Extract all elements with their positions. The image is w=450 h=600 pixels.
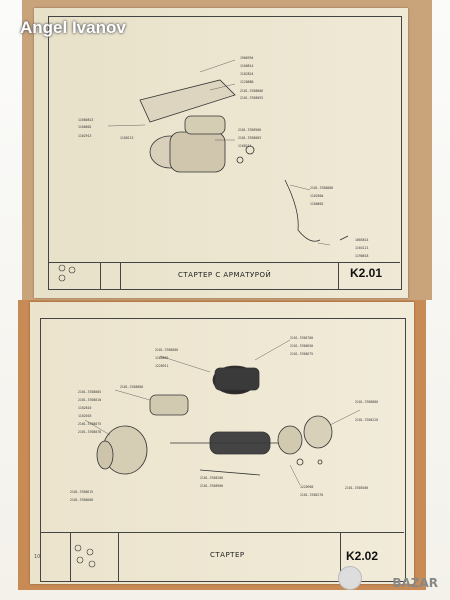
bazar-logo-icon xyxy=(338,566,362,590)
callout: 1162804 xyxy=(310,194,324,198)
title-block-top: СТАРТЕР С АРМАТУРОЙ K2.01 xyxy=(48,262,400,289)
callout: 2101-3708675 xyxy=(290,352,314,356)
callout: 1190818 xyxy=(355,254,369,258)
callout: 2101-3708900 xyxy=(200,484,224,488)
title-cell-bottom xyxy=(118,533,341,581)
leader-lines xyxy=(84,59,361,486)
callout: 2101-3708075 xyxy=(78,422,102,426)
callout: 1160214 xyxy=(238,144,252,148)
starter-assembly-top xyxy=(139,79,349,242)
title-block-bottom: СТАРТЕР K2.02 xyxy=(40,532,404,581)
callout: 1160814 xyxy=(240,64,254,68)
callout: 2101-3708600 xyxy=(70,498,94,502)
section-code-bottom: K2.02 xyxy=(346,549,379,563)
callout: 2101-3708010 xyxy=(78,398,102,402)
page-frame-bottom xyxy=(40,318,406,582)
callout: 1005814 xyxy=(355,238,369,242)
callout: 2101-3708615 xyxy=(70,490,94,494)
callout: 1160862 xyxy=(155,356,169,360)
legend-cell-bottom xyxy=(40,533,71,581)
legend-icons-cell-bottom xyxy=(70,533,119,581)
callout: 1162913 xyxy=(78,134,92,138)
callout: 1120880 xyxy=(240,80,254,84)
page-number: 10 xyxy=(34,554,41,560)
legend-cell-top xyxy=(48,263,101,289)
callout: 2101-3708200 xyxy=(200,476,224,480)
starter-exploded-bottom xyxy=(96,365,333,476)
callout: 1160213 xyxy=(120,136,134,140)
callout: 1220905 xyxy=(300,485,314,489)
callout: 2101-3708600 xyxy=(155,348,179,352)
callout: 1164121 xyxy=(355,246,369,250)
callout: 2101-3708800 xyxy=(310,186,334,190)
callout: 2101-3706900 xyxy=(238,128,262,132)
callout: 2101-3708220 xyxy=(355,418,379,422)
page-title-top: СТАРТЕР С АРМАТУРОЙ xyxy=(178,271,272,279)
title-cell-top xyxy=(120,263,339,289)
callout: 2101-3708500 xyxy=(345,486,369,490)
page-frame-top xyxy=(48,16,402,290)
callout: 2101-3708078 xyxy=(78,430,102,434)
callout: 11600813 xyxy=(78,118,94,122)
callout: 2101-3708083 xyxy=(238,136,262,140)
callout: 2101-3708880 xyxy=(120,385,144,389)
section-code-top: K2.01 xyxy=(350,266,383,280)
callout: 2101-3708880 xyxy=(355,400,379,404)
callout: 1906994 xyxy=(240,56,254,60)
callout: 2101-3708806 xyxy=(240,89,264,93)
callout: 1160802 xyxy=(78,125,92,129)
callout: 2101-3708093 xyxy=(240,96,264,100)
callout: 2101-3708700 xyxy=(290,336,314,340)
callout: 2101-3708270 xyxy=(300,493,324,497)
bazar-watermark: BAZAR xyxy=(392,576,438,590)
callout: 2101-3708650 xyxy=(290,344,314,348)
callout: 1162824 xyxy=(240,72,254,76)
page-title-bottom: СТАРТЕР xyxy=(210,551,245,559)
legend-icons xyxy=(58,264,96,568)
callout: 2101-3708005 xyxy=(78,390,102,394)
callout: 1220911 xyxy=(155,364,169,368)
author-watermark: Angel Ivanov xyxy=(20,18,126,37)
legend-cell-narrow-top xyxy=(100,263,121,289)
catalog-page-top: СТАРТЕР С АРМАТУРОЙ K2.01 xyxy=(34,8,408,298)
callout: 1162016 xyxy=(78,414,92,418)
callout: 1162816 xyxy=(78,406,92,410)
callout: 1160802 xyxy=(310,202,324,206)
